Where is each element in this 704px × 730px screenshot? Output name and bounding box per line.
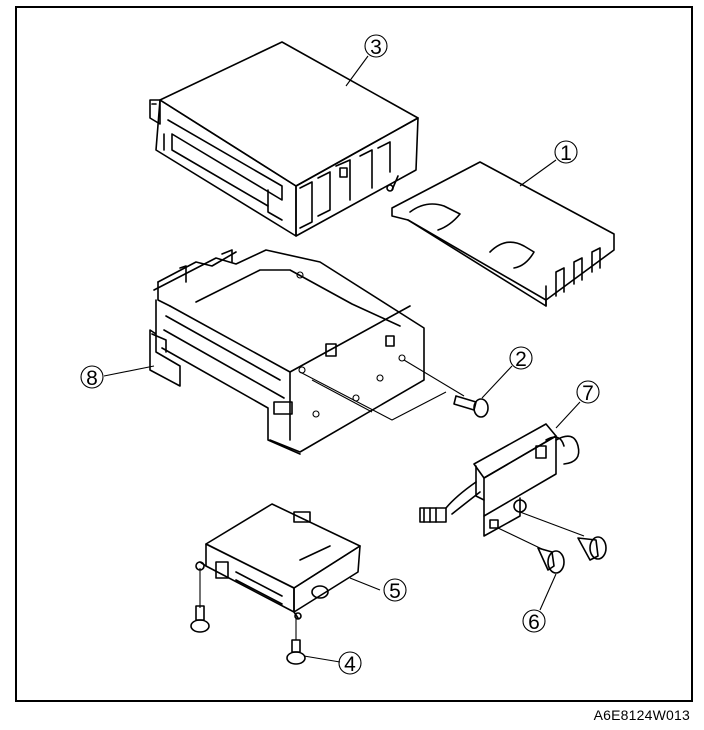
part-4-screws xyxy=(190,568,306,665)
part-8-chassis xyxy=(149,249,465,455)
callout-1: 1 xyxy=(554,140,578,165)
callout-leaders xyxy=(103,55,581,663)
figure-code: A6E8124W013 xyxy=(593,707,690,723)
diagram-frame xyxy=(15,6,693,702)
callout-3: 3 xyxy=(364,34,388,59)
callout-2-label: 2 xyxy=(515,348,527,371)
callout-4-label: 4 xyxy=(344,653,356,676)
callout-5-label: 5 xyxy=(389,580,401,603)
callout-8: 8 xyxy=(80,365,104,390)
callout-7-label: 7 xyxy=(582,382,594,405)
callout-1-label: 1 xyxy=(560,142,572,165)
part-6-screws xyxy=(497,511,607,574)
part-3-unit xyxy=(149,41,419,237)
part-2-screw xyxy=(453,395,489,418)
callout-3-label: 3 xyxy=(370,36,382,59)
callout-6: 6 xyxy=(522,609,546,634)
part-7-bracket xyxy=(419,423,580,537)
callout-7: 7 xyxy=(576,380,600,405)
callout-2: 2 xyxy=(509,346,533,371)
callout-8-label: 8 xyxy=(86,367,98,390)
callout-5: 5 xyxy=(383,578,407,603)
callout-6-label: 6 xyxy=(528,611,540,634)
part-1-cover-plate xyxy=(391,161,615,307)
callout-4: 4 xyxy=(338,651,362,676)
part-5-module xyxy=(195,503,361,620)
